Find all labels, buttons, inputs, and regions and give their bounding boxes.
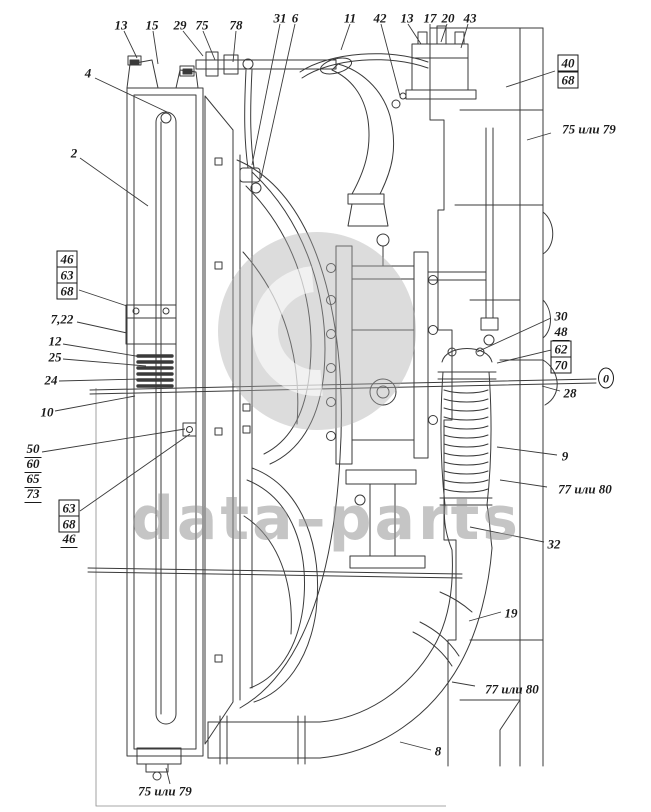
- line-art: [87, 25, 597, 781]
- frame-line: [95, 388, 446, 807]
- leader-lines: [41, 23, 561, 785]
